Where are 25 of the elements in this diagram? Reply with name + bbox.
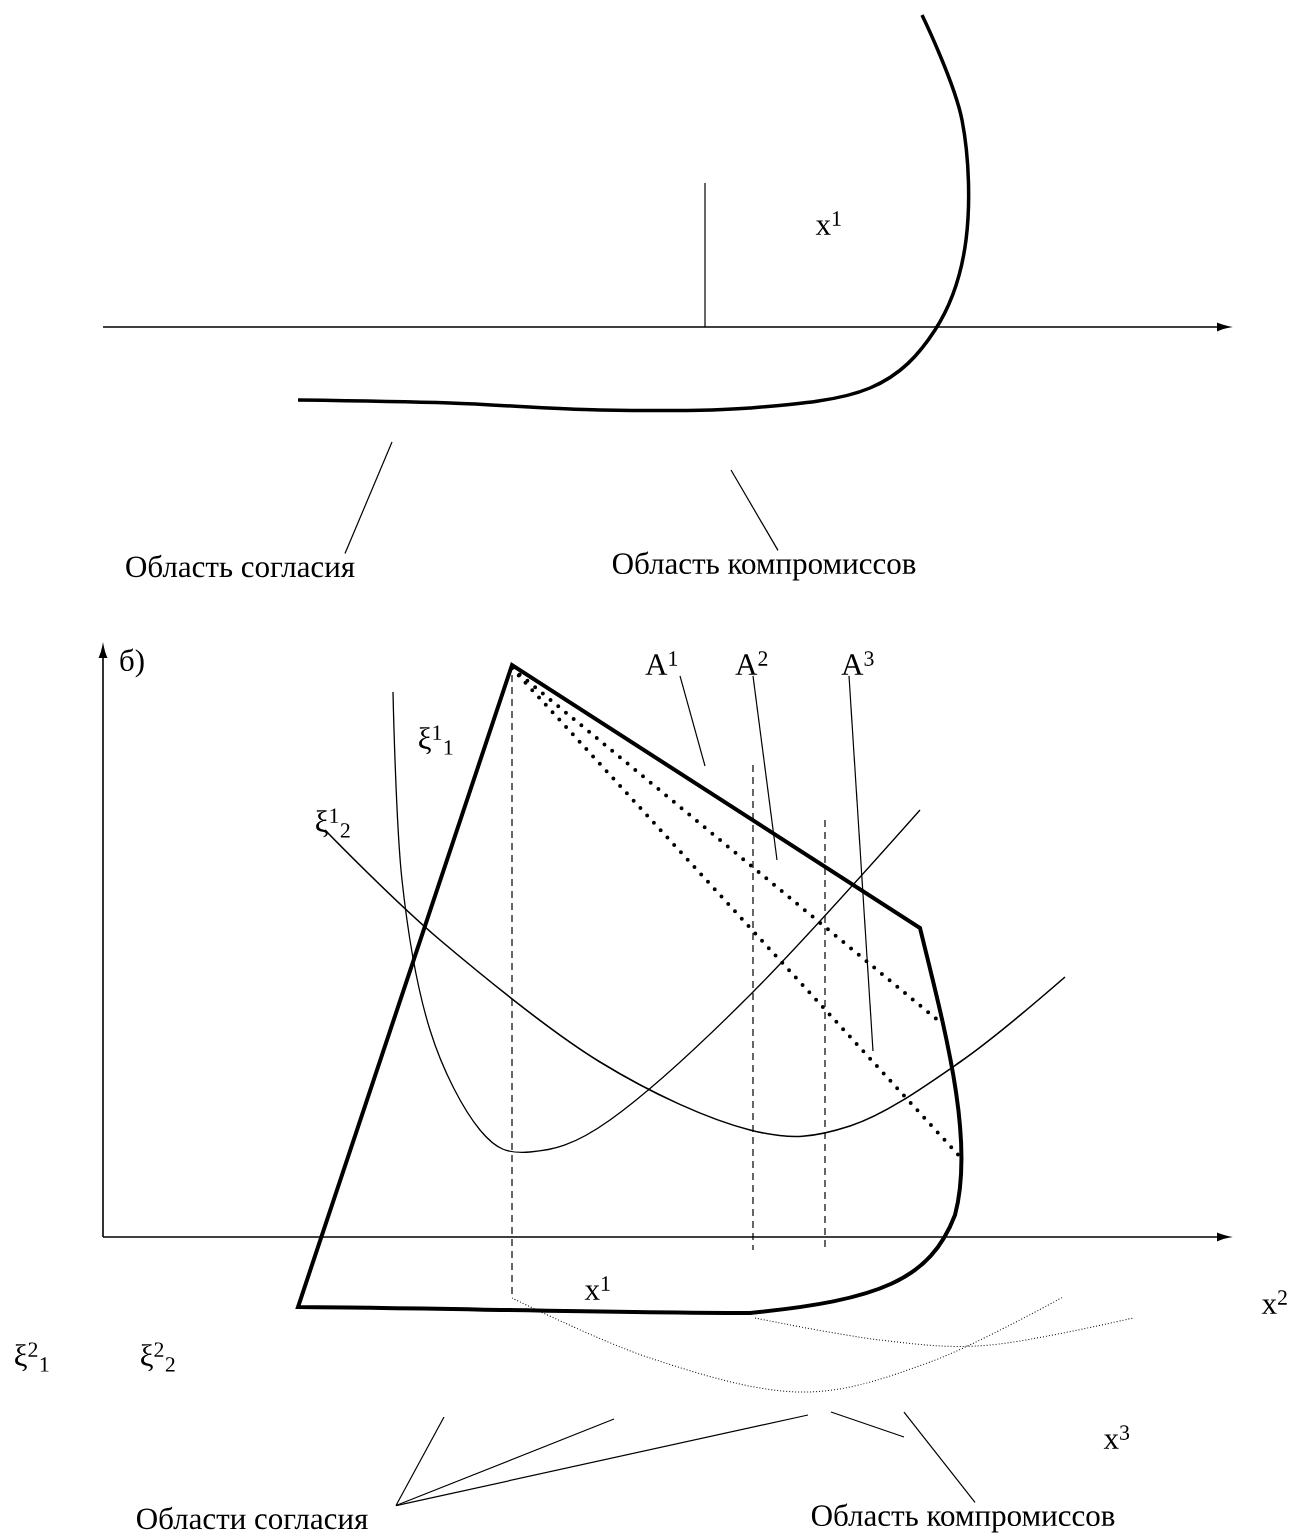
axis-label: ξ$^{1}$2	[316, 808, 350, 838]
axis-label: x$^{1}$	[815, 211, 841, 235]
leader-line	[903, 1411, 976, 1503]
label-text: Область согласия	[126, 554, 355, 578]
label-text: Область компромиссов	[811, 1503, 1115, 1533]
axis-label: x$^{1}$	[584, 1276, 610, 1300]
leader-line	[848, 675, 874, 1052]
axis-label: ξ$^{2}$2	[141, 1342, 175, 1372]
axis-label: ξ$^{1}$1	[419, 725, 453, 755]
leader-line	[679, 675, 706, 767]
axis-label: x$^{2}$	[1261, 1290, 1287, 1314]
label-text: Область компромиссов	[612, 551, 916, 581]
leader-line	[344, 441, 393, 555]
label-text: Области согласия	[137, 1506, 368, 1530]
axis-label: ξ$^{2}$1	[15, 1342, 49, 1372]
leader-line	[395, 1418, 615, 1507]
label-text: A$^{2}$	[735, 651, 768, 675]
leader-line	[752, 675, 778, 861]
axis-label: б)	[120, 648, 144, 678]
leader-line	[395, 1414, 809, 1507]
axis-label: x$^{3}$	[1103, 1425, 1130, 1449]
label-text: A$^{3}$	[841, 651, 874, 675]
label-text: A$^{1}$	[645, 651, 678, 675]
leader-line	[730, 469, 779, 551]
leader-line	[395, 1416, 445, 1507]
